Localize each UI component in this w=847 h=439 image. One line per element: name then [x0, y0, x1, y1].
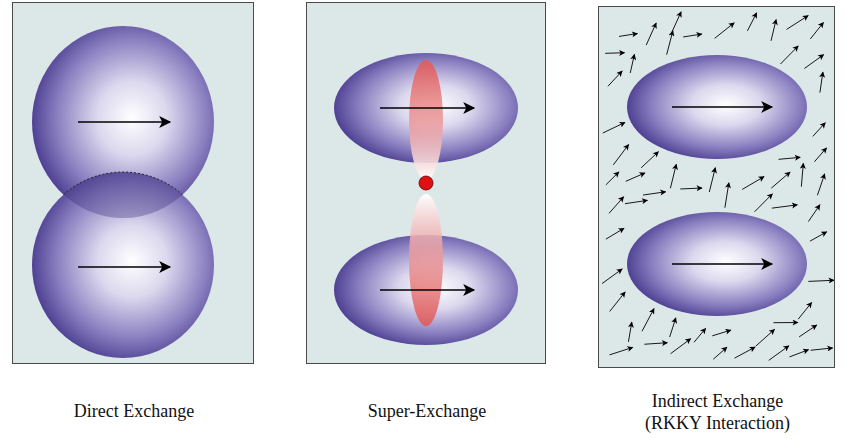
- spin-arrow: [789, 350, 808, 357]
- spin-arrow: [619, 34, 637, 37]
- spin-arrow: [610, 347, 633, 355]
- direct-exchange-figure: [32, 26, 214, 358]
- spin-arrow: [602, 269, 622, 284]
- exchange-panel: Direct Exchange: [12, 2, 254, 364]
- spin-arrow: [799, 325, 817, 337]
- spin-arrow: [605, 52, 624, 54]
- spin-arrow: [628, 322, 631, 342]
- indirect-exchange-figure: [627, 55, 807, 316]
- conduction-electron-spins: [602, 12, 834, 361]
- spin-arrow: [606, 172, 619, 185]
- spin-arrow: [613, 145, 628, 165]
- spin-arrow: [735, 347, 756, 358]
- spin-arrow: [626, 173, 645, 181]
- spin-arrow: [756, 329, 775, 346]
- caption: Super-Exchange: [307, 400, 547, 422]
- spin-arrow: [804, 55, 823, 69]
- spin-arrow: [813, 123, 826, 137]
- spin-arrow: [817, 174, 824, 195]
- spin-arrow: [772, 205, 797, 208]
- panel-ground: [12, 2, 254, 364]
- spin-arrow: [642, 309, 654, 332]
- caption: Indirect Exchange (RKKY Interaction): [633, 390, 803, 434]
- panel-ground: [306, 2, 546, 364]
- spin-arrow: [810, 23, 823, 39]
- super-exchange-figure: [334, 53, 518, 345]
- spin-arrow: [755, 194, 773, 212]
- spin-arrow: [742, 177, 764, 190]
- spin-arrow: [606, 228, 624, 239]
- spin-arrow: [610, 292, 625, 312]
- spin-arrow: [810, 232, 827, 241]
- spin-arrow: [814, 148, 826, 162]
- spin-arrow: [671, 339, 691, 354]
- spin-arrow: [667, 31, 673, 55]
- spin-arrow: [643, 192, 666, 195]
- spin-arrow: [801, 163, 803, 186]
- spin-arrow: [670, 164, 676, 188]
- spin-arrow: [773, 322, 797, 323]
- spin-arrow: [603, 122, 625, 133]
- spin-arrow: [779, 157, 801, 159]
- panel-ground: [598, 6, 835, 368]
- spin-arrow: [798, 302, 811, 319]
- spin-arrow: [769, 346, 789, 361]
- spin-arrow: [712, 330, 731, 336]
- spin-arrow: [670, 318, 676, 337]
- spin-arrow: [630, 54, 634, 73]
- spin-arrow: [787, 16, 809, 30]
- spin-arrow: [820, 72, 823, 93]
- spin-arrow: [780, 46, 798, 64]
- spin-arrow: [771, 172, 790, 188]
- spin-arrow: [609, 197, 624, 214]
- spin-arrow: [811, 348, 833, 350]
- spin-arrow: [646, 23, 656, 45]
- spin-arrow: [808, 280, 834, 281]
- spin-arrow: [683, 34, 702, 37]
- spin-arrow: [725, 183, 729, 208]
- spin-arrow: [625, 200, 647, 203]
- spin-arrow: [680, 188, 702, 190]
- spin-arrow: [715, 23, 735, 39]
- spin-arrow: [644, 343, 667, 345]
- spin-arrow: [713, 347, 727, 359]
- spin-arrow: [709, 168, 715, 192]
- spin-arrow: [672, 12, 681, 32]
- exchange-panel: Indirect Exchange (RKKY Interaction): [598, 6, 835, 368]
- spin-arrow: [771, 20, 776, 41]
- spin-arrow: [694, 328, 706, 342]
- caption: Direct Exchange: [14, 400, 254, 422]
- spin-arrow: [808, 205, 820, 222]
- spin-arrow: [641, 152, 658, 168]
- spin-arrow: [747, 13, 756, 31]
- spin-arrow: [608, 71, 622, 86]
- exchange-panel: Super-Exchange: [306, 2, 546, 364]
